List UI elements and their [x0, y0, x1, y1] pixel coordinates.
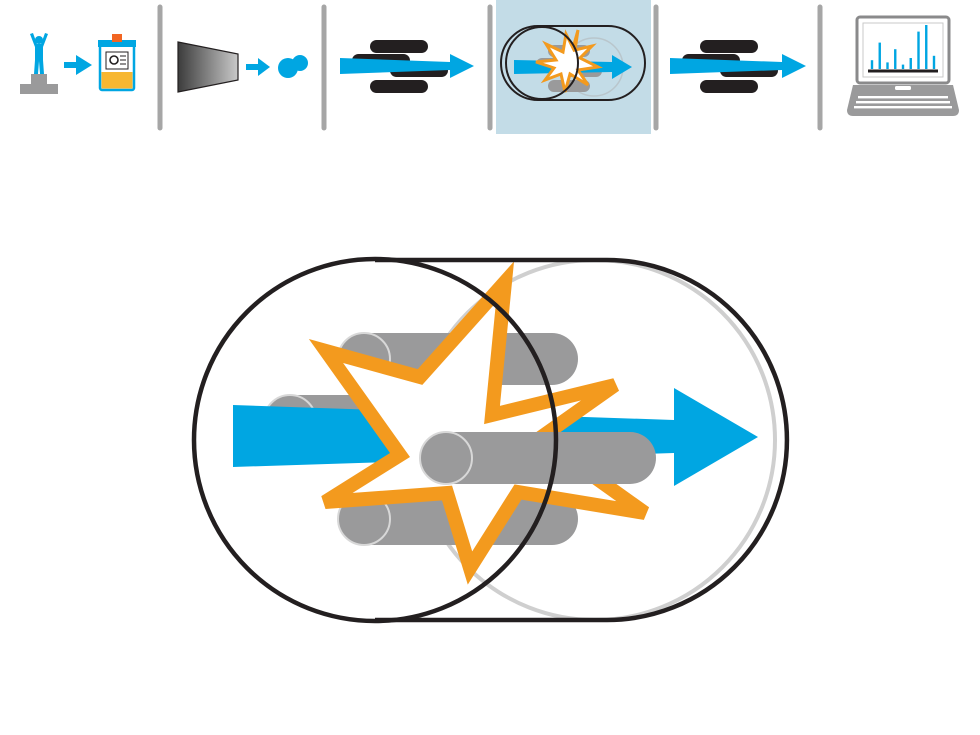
spectrum-peak [909, 58, 912, 69]
step-dividers [157, 4, 823, 131]
ion-beam-arrow-icon [670, 54, 806, 78]
spectrum-peak [894, 49, 897, 69]
droplet-ions-icon [278, 55, 308, 78]
step-first-quadrupole[interactable] [340, 40, 474, 93]
collision-burst-icon [308, 261, 650, 585]
arrow-right-icon [64, 55, 92, 75]
collision-cell-entrance-outline [191, 256, 559, 624]
arrow-right-icon [246, 58, 270, 76]
laptop-icon [847, 15, 959, 116]
urine-cup-biohazard-icon [98, 34, 136, 92]
spectrum-peak [917, 31, 920, 70]
step-data-analysis[interactable] [847, 15, 959, 116]
step-collision-cell[interactable] [500, 25, 646, 101]
funnel-icon [177, 41, 239, 93]
collision-cell-icon [500, 25, 646, 101]
person-icon [20, 33, 58, 94]
ion-beam-arrow-icon [340, 54, 474, 78]
workflow-strip [20, 0, 959, 134]
spectrum-peak [870, 60, 874, 69]
spectrum-peak [878, 42, 881, 69]
step-ion-source[interactable] [177, 41, 308, 93]
spectrum-peak [932, 55, 936, 69]
spectrum-peak [886, 62, 889, 69]
step-sample-collection[interactable] [20, 33, 136, 94]
spectrum-peak [901, 64, 905, 69]
quadrupole-rod-front [419, 431, 656, 485]
mass-spectrum-icon [870, 25, 936, 70]
step-third-quadrupole[interactable] [670, 40, 806, 93]
spectrum-peak [925, 25, 928, 69]
collision-cell-housing-outline [375, 257, 790, 623]
